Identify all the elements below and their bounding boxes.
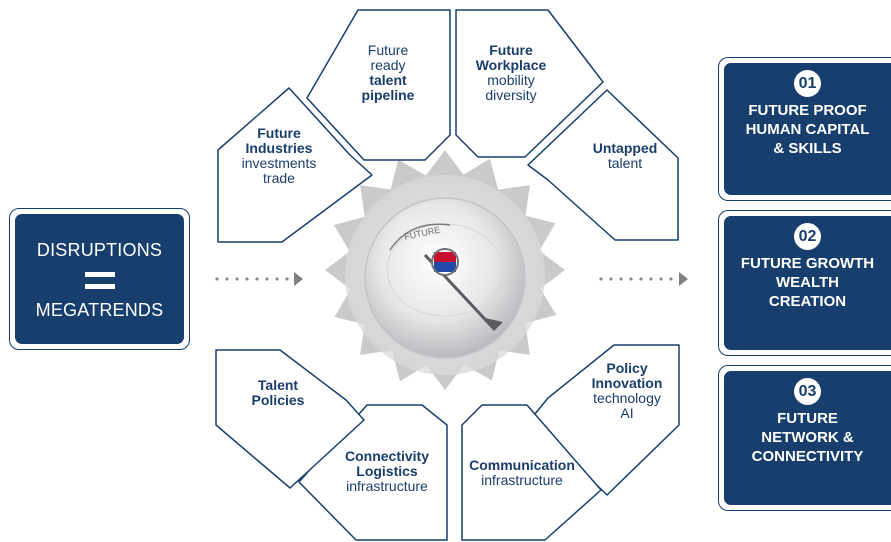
outcome-box-03: 03 FUTURE NETWORK & CONNECTIVITY [718, 365, 891, 511]
petal-talent-pipeline-shape [306, 9, 451, 161]
petal-line: Untapped [592, 140, 658, 156]
petal-line: mobility [487, 72, 535, 88]
petal-line: Future [367, 42, 409, 58]
petal-line: ready [370, 57, 406, 73]
equals-sign-top-bar [85, 272, 115, 277]
petal-line: technology [593, 390, 661, 406]
outcome-text: FUTURE NETWORK & CONNECTIVITY [751, 410, 864, 465]
petal-future-industries-shape [217, 87, 373, 243]
megatrends-label: MEGATRENDS [35, 300, 164, 320]
petal-line: Policy [606, 360, 648, 376]
dotted-arrow-right [599, 272, 688, 286]
outcome-number: 01 [794, 70, 821, 97]
petal-line: investments [241, 155, 317, 171]
outcome-number: 02 [794, 223, 821, 250]
outcome-box-01: 01 FUTURE PROOF HUMAN CAPITAL & SKILLS [718, 57, 891, 201]
petal-line: Workplace [475, 57, 547, 73]
petal-policy-innovation-shape [529, 344, 680, 496]
petal-line: Industries [245, 140, 313, 156]
disruptions-megatrends-box: DISRUPTIONS MEGATRENDS [9, 208, 190, 350]
petal-line: Connectivity [344, 448, 429, 464]
petal-line: Logistics [356, 463, 418, 479]
petal-line: Communication [469, 457, 575, 473]
petal-talent-policies-shape [215, 349, 365, 489]
equals-sign-bottom-bar [85, 284, 115, 289]
petal-line: talent [607, 155, 643, 171]
petal-line: Innovation [591, 375, 663, 391]
petal-line: AI [620, 405, 634, 421]
petal-untapped-talent-shape [527, 89, 679, 241]
compass-icon: FUTURE [364, 197, 526, 359]
petal-line: infrastructure [346, 478, 428, 494]
petal-line: Future [489, 42, 533, 58]
petal-future-workplace-shape [455, 9, 604, 158]
petal-line: talent [369, 72, 407, 88]
outcome-text: FUTURE PROOF HUMAN CAPITAL & SKILLS [745, 102, 870, 157]
petal-line: Talent [257, 377, 299, 393]
petal-line: Future [257, 125, 301, 141]
petal-line: pipeline [361, 87, 415, 103]
disruptions-label: DISRUPTIONS [36, 240, 163, 260]
petal-line: infrastructure [481, 472, 563, 488]
petal-line: Policies [251, 392, 305, 408]
petal-communication-shape [461, 404, 602, 541]
petal-line: diversity [485, 87, 537, 103]
dotted-arrow-left [215, 272, 303, 286]
outcome-box-02: 02 FUTURE GROWTH WEALTH CREATION [718, 210, 891, 356]
outcome-number: 03 [794, 378, 821, 405]
petal-connectivity-logistics-shape [298, 404, 448, 541]
petal-line: trade [263, 170, 295, 186]
outcome-text: FUTURE GROWTH WEALTH CREATION [740, 255, 875, 310]
